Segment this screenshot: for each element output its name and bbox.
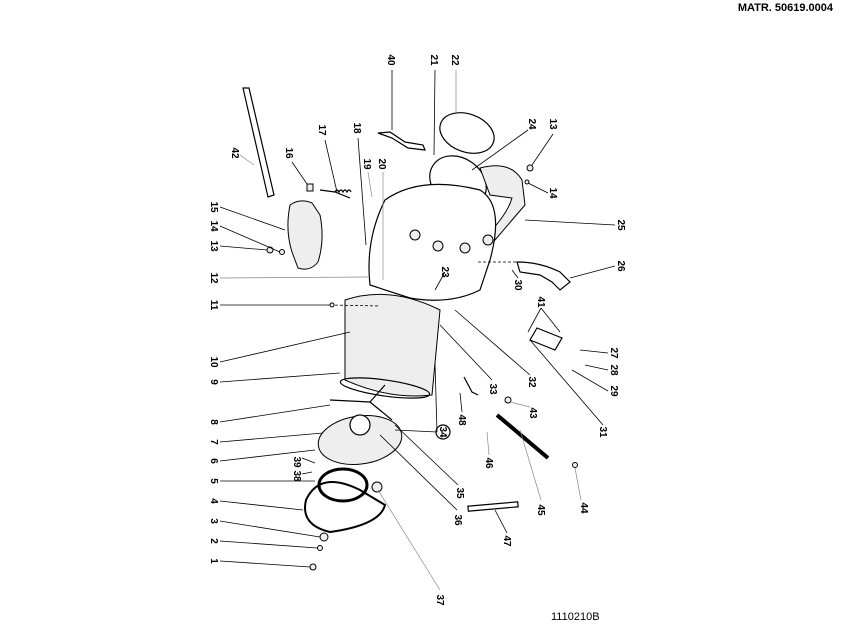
part-12-tub bbox=[368, 183, 497, 301]
label-40: 40 bbox=[385, 54, 396, 66]
label-18: 18 bbox=[351, 122, 362, 134]
part-42-strip bbox=[242, 87, 275, 198]
label-14: 14 bbox=[208, 220, 219, 232]
label-4: 4 bbox=[208, 498, 219, 504]
part-9-ring bbox=[339, 377, 431, 399]
label-30: 30 bbox=[512, 279, 523, 291]
tub-hole bbox=[482, 234, 494, 246]
part-40-lever bbox=[377, 131, 426, 151]
label-23: 23 bbox=[439, 266, 450, 278]
parts bbox=[242, 87, 578, 571]
dashed-guide bbox=[329, 304, 381, 307]
part-45-shock-absorber bbox=[495, 413, 550, 460]
part-5-pulley bbox=[317, 467, 369, 503]
label-24: 24 bbox=[526, 118, 537, 130]
label-31: 31 bbox=[597, 426, 608, 438]
label-26: 26 bbox=[615, 260, 626, 272]
part-16-nut bbox=[306, 183, 314, 192]
label-36: 36 bbox=[452, 514, 463, 526]
label-3: 3 bbox=[208, 518, 219, 524]
tub-hole bbox=[432, 240, 444, 252]
part-47-strip bbox=[467, 501, 519, 512]
label-35: 35 bbox=[454, 487, 465, 499]
label-11: 11 bbox=[208, 300, 219, 311]
part-26-hose bbox=[516, 261, 571, 291]
label-41: 41 bbox=[535, 296, 546, 308]
label-34: 34 bbox=[437, 426, 448, 438]
part-41-gasket bbox=[529, 327, 563, 351]
part-13b-nut bbox=[526, 164, 534, 172]
callout-circle-34 bbox=[435, 424, 451, 440]
label-32: 32 bbox=[526, 376, 537, 388]
part-7-hub bbox=[349, 414, 371, 436]
label-17: 17 bbox=[316, 124, 327, 136]
label-12: 12 bbox=[208, 272, 219, 284]
label-16: 16 bbox=[283, 147, 294, 159]
part-4-belt bbox=[304, 481, 387, 534]
label-13: 13 bbox=[208, 240, 219, 252]
part-43-cap bbox=[504, 396, 512, 404]
drawing-number: MATR. 50619.0004 bbox=[737, 2, 833, 14]
figure-code: 1110210B bbox=[551, 611, 600, 623]
part-22-cover bbox=[439, 112, 495, 154]
label-15: 15 bbox=[208, 201, 219, 213]
part-14-washer bbox=[279, 249, 285, 255]
label-25: 25 bbox=[615, 219, 626, 231]
label-5: 5 bbox=[208, 478, 219, 484]
label-45: 45 bbox=[535, 504, 546, 516]
tub-hole bbox=[459, 242, 471, 254]
label-39: 39 bbox=[291, 456, 302, 468]
label-19: 19 bbox=[361, 158, 372, 170]
part-25-counterweight bbox=[479, 165, 526, 242]
part-3-nut bbox=[319, 532, 329, 542]
part-1-screw bbox=[309, 563, 317, 571]
label-1: 1 bbox=[208, 558, 219, 564]
part-8-spider bbox=[329, 384, 393, 421]
label-2: 2 bbox=[208, 538, 219, 544]
label-21: 21 bbox=[428, 54, 439, 66]
tub-hole bbox=[409, 229, 421, 241]
label-13-right: 13 bbox=[547, 118, 558, 130]
part-11-screw bbox=[329, 302, 335, 308]
part-44-cap bbox=[572, 462, 578, 468]
label-43: 43 bbox=[527, 407, 538, 419]
label-14-right: 14 bbox=[547, 187, 558, 199]
label-20: 20 bbox=[376, 158, 387, 170]
part-2-washer bbox=[317, 545, 323, 551]
label-8: 8 bbox=[208, 419, 219, 425]
leader-lines bbox=[219, 69, 616, 591]
label-10: 10 bbox=[208, 356, 219, 368]
label-29: 29 bbox=[608, 385, 619, 397]
label-22: 22 bbox=[449, 54, 460, 66]
part-15-counterweight bbox=[287, 200, 323, 270]
part-labels: 1 2 3 4 5 6 7 8 9 10 11 12 13 14 15 42 1… bbox=[208, 54, 626, 606]
label-47: 47 bbox=[501, 535, 512, 547]
label-44: 44 bbox=[578, 502, 589, 514]
label-6: 6 bbox=[208, 458, 219, 464]
part-10-drum bbox=[344, 293, 441, 397]
label-48: 48 bbox=[456, 414, 467, 426]
label-46: 46 bbox=[483, 457, 494, 469]
part-48-clip bbox=[463, 376, 479, 396]
label-9: 9 bbox=[208, 379, 219, 385]
label-28: 28 bbox=[608, 364, 619, 376]
label-7: 7 bbox=[208, 439, 219, 445]
label-37: 37 bbox=[434, 594, 445, 606]
part-17-spring bbox=[319, 189, 352, 199]
label-42: 42 bbox=[229, 147, 240, 159]
part-37-bearing bbox=[371, 481, 383, 493]
label-33: 33 bbox=[487, 383, 498, 395]
label-27: 27 bbox=[608, 347, 619, 359]
label-38: 38 bbox=[291, 470, 302, 482]
